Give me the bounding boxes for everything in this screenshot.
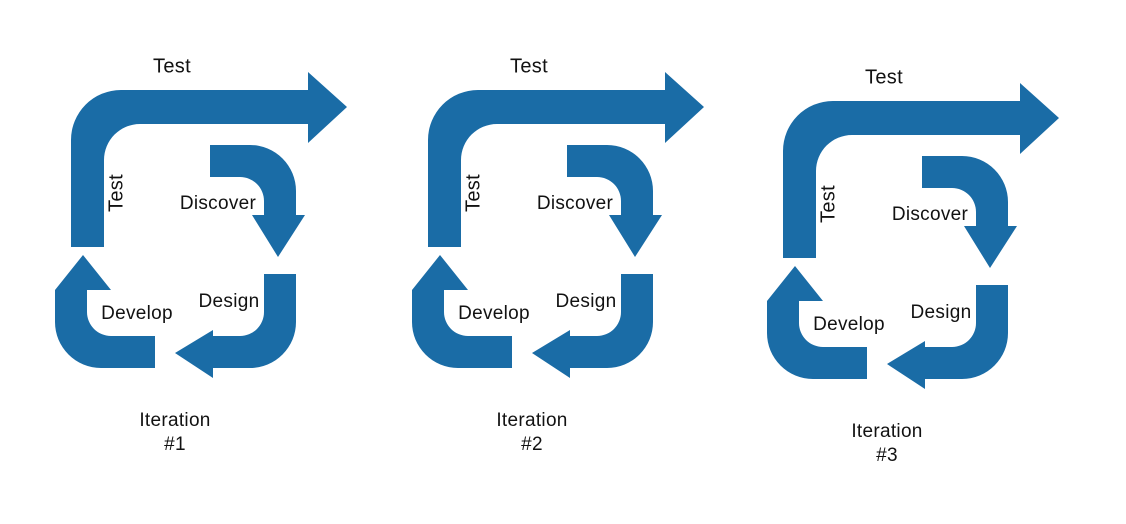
design-label: Design <box>198 291 260 312</box>
test-top-label: Test <box>865 66 903 89</box>
cycle-arrows <box>767 83 1059 389</box>
develop-label: Develop <box>101 303 173 324</box>
design-arrow <box>532 274 653 378</box>
iteration-caption: Iteration #2 <box>496 409 567 457</box>
develop-label: Develop <box>458 303 530 324</box>
test-top-label: Test <box>153 55 191 78</box>
test-arrow <box>428 72 704 247</box>
design-label: Design <box>555 291 617 312</box>
develop-label: Develop <box>813 314 885 335</box>
caption-line1: Iteration <box>139 410 211 431</box>
discover-label: Discover <box>891 204 969 225</box>
caption-line2: #1 <box>164 434 186 455</box>
caption-line2: #3 <box>876 445 898 466</box>
develop-arrow <box>767 266 867 379</box>
caption-line1: Iteration <box>496 410 568 431</box>
discover-label: Discover <box>536 193 614 214</box>
develop-arrow <box>412 255 512 368</box>
test-arrow <box>783 83 1059 258</box>
iteration-diagram-3: Test Test Discover Design Develop Iterat… <box>742 31 1082 491</box>
cycle-arrows <box>55 72 347 378</box>
cycle-arrows <box>412 72 704 378</box>
test-side-label: Test <box>817 185 840 223</box>
iteration-caption: Iteration #1 <box>139 409 210 457</box>
iteration-caption: Iteration #3 <box>851 420 922 468</box>
test-side-label: Test <box>105 174 128 212</box>
test-arrow <box>71 72 347 247</box>
iteration-diagram-1: Test Test Discover Design Develop Iterat… <box>30 20 370 480</box>
test-top-label: Test <box>510 55 548 78</box>
discover-label: Discover <box>179 193 257 214</box>
test-side-label: Test <box>462 174 485 212</box>
discover-arrow <box>922 156 1017 268</box>
caption-line1: Iteration <box>851 421 923 442</box>
caption-line2: #2 <box>521 434 543 455</box>
iteration-diagram-2: Test Test Discover Design Develop Iterat… <box>387 20 727 480</box>
design-arrow <box>887 285 1008 389</box>
discover-arrow <box>567 145 662 257</box>
discover-arrow <box>210 145 305 257</box>
design-label: Design <box>910 302 972 323</box>
develop-arrow <box>55 255 155 368</box>
design-arrow <box>175 274 296 378</box>
